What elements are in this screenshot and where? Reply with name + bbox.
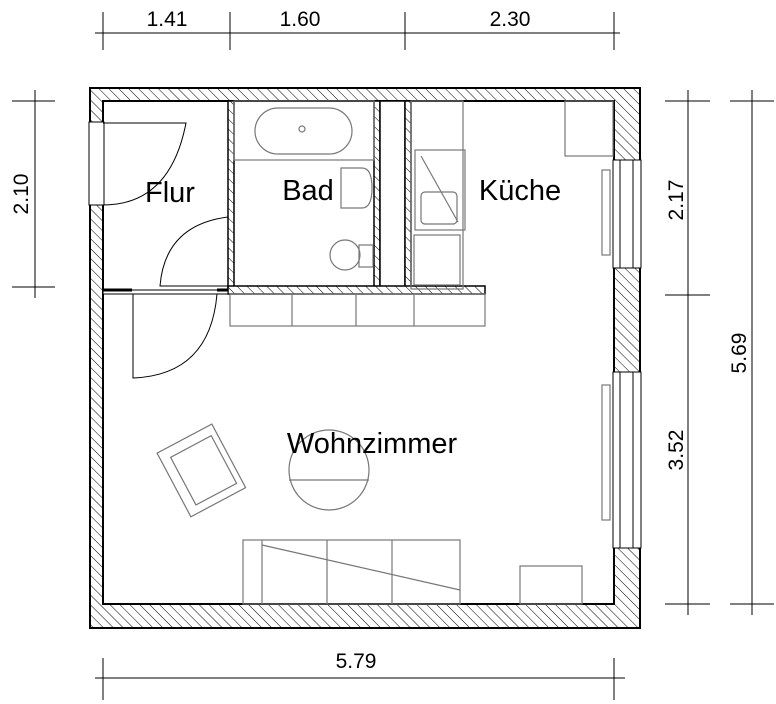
room-label-wohnzimmer: Wohnzimmer [287,428,458,460]
sofa-icon [242,539,461,605]
room-label-kueche: Küche [479,175,561,207]
dimension-left: 2.10 [10,174,33,215]
dimension-top-2: 1.60 [280,8,321,31]
tv-cabinet-icon [519,565,583,605]
dimension-right-living: 3.52 [665,430,688,471]
toilet-icon [329,239,361,271]
bathtub-icon [233,100,375,161]
dimension-top-1: 1.41 [147,8,188,31]
table-icon [288,429,370,511]
dimension-bottom: 5.79 [336,650,377,673]
radiator-icon [601,169,611,256]
furniture [156,100,614,605]
room-label-bad: Bad [282,175,334,207]
doors [102,122,229,379]
interior-walls [102,100,486,295]
sink-icon [340,167,373,209]
dimension-right-total: 5.69 [728,333,751,374]
outer-walls [88,87,642,629]
dimension-right-kitchen: 2.17 [665,180,688,221]
radiator-icon [601,384,611,521]
armchair-icon [156,423,247,518]
room-label-flur: Flur [145,177,195,209]
dimension-top-3: 2.30 [490,8,531,31]
dimension-lines [12,12,774,700]
kitchen-counter [410,100,464,290]
fridge-icon [564,100,614,157]
kitchen-cabinets [229,293,486,327]
kitchen-sink-icon [414,149,466,231]
